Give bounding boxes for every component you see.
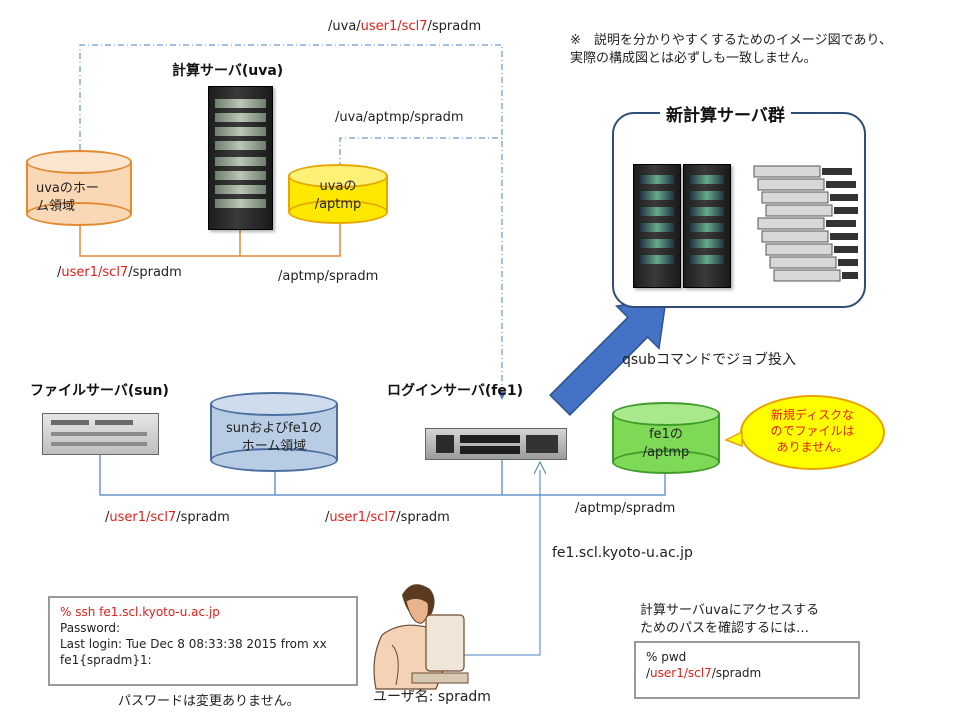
sun-home-disk: sunおよびfe1の ホーム領域 (210, 392, 338, 472)
new-servers-title: 新計算サーバ群 (660, 101, 791, 126)
pwd-caption-2: ためのパスを確認するには… (640, 621, 810, 636)
uva-home-disk: uvaのホー ム領域 (26, 150, 132, 226)
uva-aptmp-path: /uva/aptmp/spradm (335, 110, 464, 125)
uva-server-icon (208, 86, 273, 230)
ssh-arrow-line (430, 470, 541, 656)
pwd-caption-1: 計算サーバuvaにアクセスする (640, 603, 820, 618)
ssh-terminal-box: % ssh fe1.scl.kyoto-u.ac.jp Password: La… (48, 596, 358, 686)
uva-aptmp-link-line (339, 137, 506, 400)
ssh-command: % ssh fe1.scl.kyoto-u.ac.jp (60, 605, 220, 619)
username-label: ユーザ名: spradm (373, 689, 491, 705)
last-login-line: Last login: Tue Dec 8 08:33:38 2015 from… (60, 637, 327, 651)
file-server-title: ファイルサーバ(sun) (30, 383, 169, 399)
qsub-label: qsubコマンドでジョブ投入 (622, 352, 796, 368)
disclaimer-line-2: 実際の構成図とは必ずしも一致しません。 (570, 51, 817, 66)
uva-home-link-line (79, 44, 503, 150)
uva-top-path: /uva/user1/scl7/spradm (328, 19, 482, 34)
fe1-aptmp-disk-label: fe1の /aptmp (642, 427, 690, 460)
uva-aptmp-disk: uvaの /aptmp (288, 164, 388, 224)
callout-pointer (724, 430, 743, 448)
pwd-output: /user1/scl7/spradm (646, 666, 762, 680)
file-server-path: /user1/scl7/spradm (105, 510, 230, 525)
login-server-icon (425, 428, 567, 460)
file-server-icon (42, 413, 159, 455)
password-note: パスワードは変更ありません。 (118, 694, 300, 709)
qsub-arrow (549, 298, 667, 416)
new-server-rack-1 (633, 164, 681, 288)
fe1-aptmp-disk: fe1の /aptmp (612, 402, 720, 474)
sun-disk-path: /user1/scl7/spradm (325, 510, 450, 525)
ssh-arrow-head (533, 460, 547, 475)
pwd-command: % pwd (646, 650, 687, 664)
disclaimer-line-1: ※ 説明を分かりやすくするためのイメージ図であり、 (570, 33, 892, 48)
blade-servers-stack (753, 165, 858, 282)
login-server-title: ログインサーバ(fe1) (387, 383, 523, 399)
login-host-label: fe1.scl.kyoto-u.ac.jp (552, 545, 693, 561)
storage-bus-line (99, 455, 666, 496)
uva-home-disk-label: uvaのホー ム領域 (36, 181, 99, 214)
new-server-rack-2 (683, 164, 731, 288)
uva-home-path: /user1/scl7/spradm (57, 265, 182, 280)
uva-orange-line (79, 220, 341, 257)
password-prompt: Password: (60, 621, 121, 635)
sun-home-disk-label: sunおよびfe1の ホーム領域 (225, 421, 323, 454)
fe1-aptmp-path: /aptmp/spradm (575, 501, 676, 516)
no-files-callout-text: 新規ディスクな のでファイルは ありません。 (770, 408, 855, 454)
uva-aptmp-disk-label: uvaの /aptmp (314, 179, 362, 212)
pwd-terminal-box: % pwd /user1/scl7/spradm (634, 641, 860, 699)
uva-server-title: 計算サーバ(uva) (172, 63, 284, 79)
user-illustration (373, 584, 469, 690)
shell-prompt: fe1{spradm}1: (60, 653, 152, 667)
no-files-callout: 新規ディスクな のでファイルは ありません。 (740, 395, 885, 470)
uva-aptmp-bottom-path: /aptmp/spradm (278, 269, 379, 284)
